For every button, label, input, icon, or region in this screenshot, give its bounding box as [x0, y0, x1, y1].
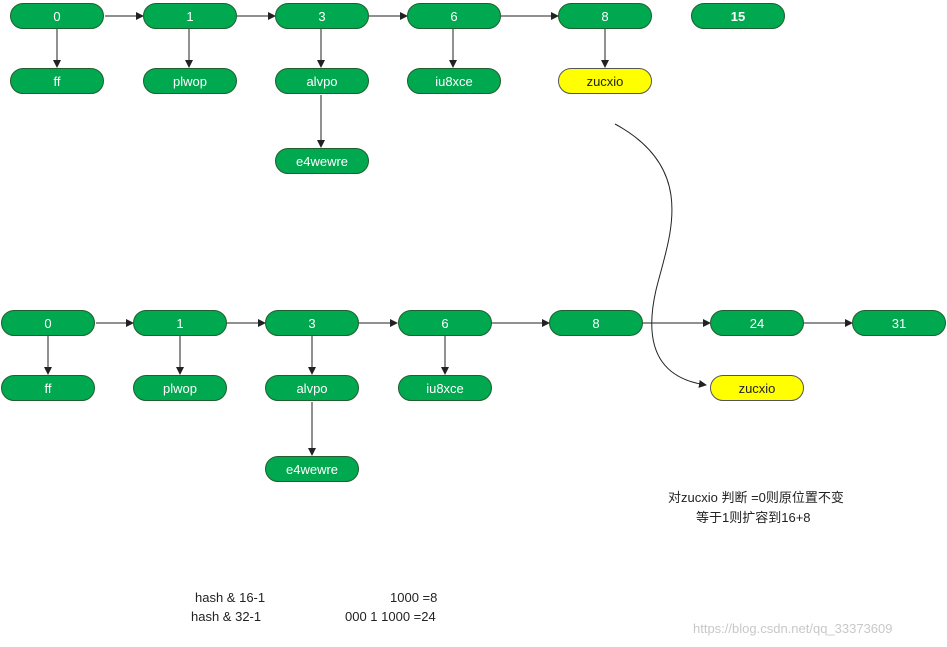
- entry-node-bottom-alvpo: alvpo: [265, 375, 359, 401]
- entry-node-bottom-ff: ff: [1, 375, 95, 401]
- bucket-node-bottom-24: 24: [710, 310, 804, 336]
- bucket-node-top-1: 1: [143, 3, 237, 29]
- bucket-node-bottom-31: 31: [852, 310, 946, 336]
- bucket-node-top-0: 0: [10, 3, 104, 29]
- bucket-node-top-6: 6: [407, 3, 501, 29]
- bucket-node-top-3: 3: [275, 3, 369, 29]
- entry-node-bottom-iu8xce: iu8xce: [398, 375, 492, 401]
- hash16-value: 1000 =8: [390, 590, 438, 605]
- migration-curve: [614, 123, 707, 388]
- entry-node-bottom-plwop: plwop: [133, 375, 227, 401]
- entry-node-top-plwop: plwop: [143, 68, 237, 94]
- bucket-node-bottom-3: 3: [265, 310, 359, 336]
- entry-node-top-zucxio: zucxio: [558, 68, 652, 94]
- hash32-value: 000 1 1000 =24: [345, 609, 436, 624]
- watermark-text: https://blog.csdn.net/qq_33373609: [693, 621, 893, 636]
- entry-node-top-e4wewre: e4wewre: [275, 148, 369, 174]
- entry-node-bottom-zucxio: zucxio: [710, 375, 804, 401]
- entry-node-top-ff: ff: [10, 68, 104, 94]
- bucket-node-bottom-1: 1: [133, 310, 227, 336]
- hash32-label: hash & 32-1: [191, 609, 262, 624]
- entry-node-top-alvpo: alvpo: [275, 68, 369, 94]
- note-line-2: 等于1则扩容到16+8: [696, 510, 811, 525]
- bucket-node-bottom-6: 6: [398, 310, 492, 336]
- entry-node-bottom-e4wewre: e4wewre: [265, 456, 359, 482]
- bucket-node-bottom-0: 0: [1, 310, 95, 336]
- entry-node-top-iu8xce: iu8xce: [407, 68, 501, 94]
- bucket-node-top-15: 15: [691, 3, 785, 29]
- bucket-node-bottom-8: 8: [549, 310, 643, 336]
- note-line-1: 对zucxio 判断 =0则原位置不变: [668, 490, 844, 505]
- bucket-node-top-8: 8: [558, 3, 652, 29]
- hash16-label: hash & 16-1: [195, 590, 266, 605]
